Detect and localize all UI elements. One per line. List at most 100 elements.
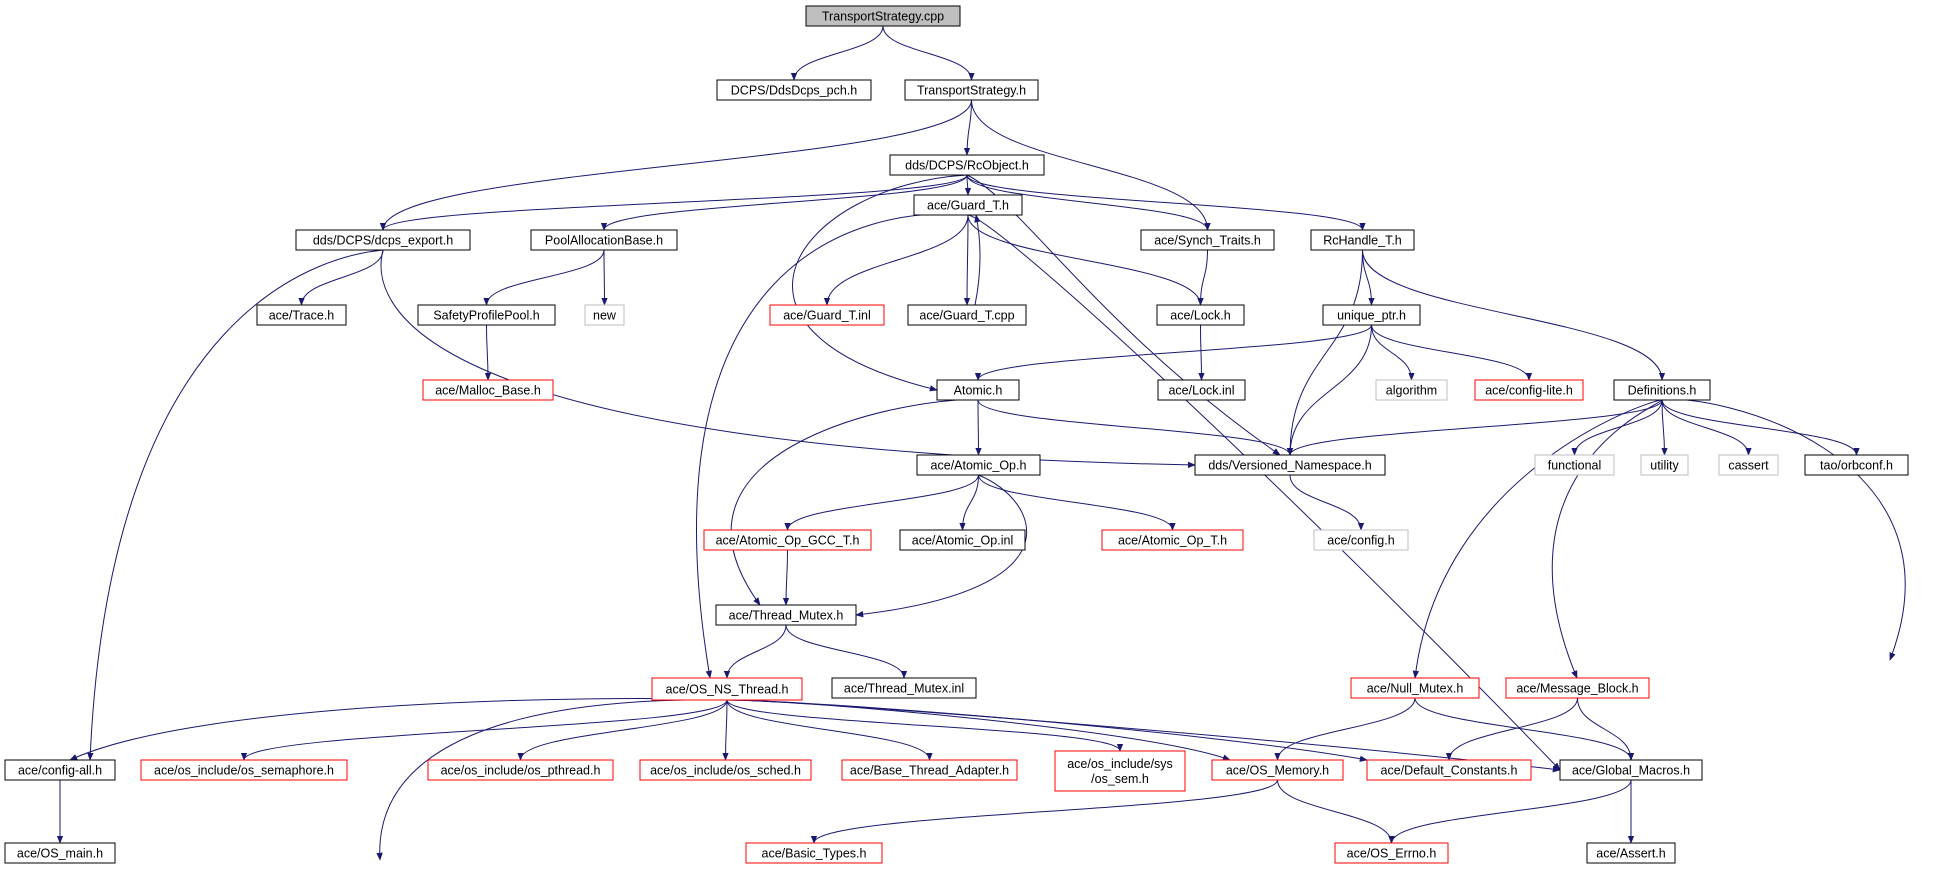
edge-safety-to-malloc bbox=[484, 324, 492, 381]
node-guardcpp[interactable]: ace/Guard_T.cpp bbox=[907, 304, 1027, 326]
node-osmem[interactable]: ace/OS_Memory.h bbox=[1211, 759, 1344, 781]
node-label: Atomic.h bbox=[954, 384, 1003, 398]
node-label: ace/Guard_T.cpp bbox=[919, 309, 1014, 323]
node-label: dds/DCPS/dcps_export.h bbox=[313, 234, 453, 248]
node-label: ace/Base_Thread_Adapter.h bbox=[850, 764, 1009, 778]
node-label: ace/Atomic_Op_T.h bbox=[1118, 534, 1227, 548]
node-lockinl[interactable]: ace/Lock.inl bbox=[1157, 379, 1246, 401]
edge-osns-to-pthread bbox=[517, 699, 728, 761]
node-label: Definitions.h bbox=[1628, 384, 1697, 398]
node-sem[interactable]: ace/os_include/os_semaphore.h bbox=[140, 759, 348, 781]
node-box bbox=[1804, 454, 1909, 476]
node-new[interactable]: new bbox=[584, 304, 625, 326]
node-rcobj[interactable]: dds/DCPS/RcObject.h bbox=[889, 154, 1045, 176]
node-basictypes[interactable]: ace/Basic_Types.h bbox=[745, 842, 883, 864]
node-label: ace/Assert.h bbox=[1596, 847, 1666, 861]
node-atomicop[interactable]: ace/Atomic_Op.h bbox=[916, 454, 1041, 476]
node-box bbox=[1505, 677, 1650, 699]
node-msgblock[interactable]: ace/Message_Block.h bbox=[1505, 677, 1650, 699]
node-defconst[interactable]: ace/Default_Constants.h bbox=[1366, 759, 1532, 781]
edge-osmem-to-errno bbox=[1277, 779, 1395, 844]
node-config[interactable]: ace/config.h bbox=[1313, 529, 1409, 551]
node-orbconf[interactable]: tao/orbconf.h bbox=[1804, 454, 1909, 476]
node-assert[interactable]: ace/Assert.h bbox=[1586, 842, 1676, 864]
node-label: ace/Synch_Traits.h bbox=[1154, 234, 1261, 248]
node-box bbox=[1586, 842, 1676, 864]
node-safety[interactable]: SafetyProfilePool.h bbox=[417, 304, 556, 326]
node-box bbox=[805, 5, 961, 27]
node-label: ace/Thread_Mutex.h bbox=[729, 609, 844, 623]
node-cfglite[interactable]: ace/config-lite.h bbox=[1474, 379, 1584, 401]
edge-osns-to-syssem bbox=[726, 699, 1124, 752]
node-algorithm[interactable]: algorithm bbox=[1375, 379, 1448, 401]
node-box bbox=[256, 304, 347, 326]
node-label: unique_ptr.h bbox=[1337, 309, 1406, 323]
edge-atomich-to-tmutex bbox=[730, 399, 979, 606]
node-globmac[interactable]: ace/Global_Macros.h bbox=[1559, 759, 1703, 781]
node-malloc[interactable]: ace/Malloc_Base.h bbox=[422, 379, 554, 401]
edge-export-to-cfgall bbox=[87, 249, 384, 761]
node-rchandle[interactable]: RcHandle_T.h bbox=[1310, 229, 1415, 251]
node-box bbox=[1054, 750, 1186, 792]
edge-osns-to-globmac bbox=[726, 699, 1561, 773]
node-label: ace/Trace.h bbox=[269, 309, 335, 323]
node-box bbox=[1640, 454, 1689, 476]
node-tmutexinl[interactable]: ace/Thread_Mutex.inl bbox=[831, 677, 977, 699]
edge-export-to-trace bbox=[298, 249, 384, 306]
node-tmutex[interactable]: ace/Thread_Mutex.h bbox=[715, 604, 857, 626]
node-osns[interactable]: ace/OS_NS_Thread.h bbox=[651, 677, 803, 701]
node-versioned[interactable]: dds/Versioned_Namespace.h bbox=[1194, 454, 1386, 476]
edge-defs-to-orbconf bbox=[1661, 399, 1860, 456]
node-trace[interactable]: ace/Trace.h bbox=[256, 304, 347, 326]
node-lockh[interactable]: ace/Lock.h bbox=[1156, 304, 1245, 326]
node-poolalloc[interactable]: PoolAllocationBase.h bbox=[530, 229, 678, 251]
node-atomich[interactable]: Atomic.h bbox=[936, 379, 1020, 401]
node-label: TransportStrategy.h bbox=[917, 84, 1026, 98]
node-opinl[interactable]: ace/Atomic_Op.inl bbox=[899, 529, 1026, 551]
edge-export-to-versioned bbox=[380, 249, 1196, 469]
node-opgcc[interactable]: ace/Atomic_Op_GCC_T.h bbox=[703, 529, 872, 551]
node-syssem[interactable]: ace/os_include/sys/os_sem.h bbox=[1054, 750, 1186, 792]
node-guardinl[interactable]: ace/Guard_T.inl bbox=[769, 304, 885, 326]
edge-osmem-to-basictypes bbox=[810, 779, 1278, 844]
node-opt[interactable]: ace/Atomic_Op_T.h bbox=[1101, 529, 1244, 551]
node-nullmutex[interactable]: ace/Null_Mutex.h bbox=[1350, 677, 1480, 699]
edge-guardh-to-guardinl bbox=[823, 214, 969, 306]
edge-versioned-to-config bbox=[1289, 474, 1365, 531]
node-pthread[interactable]: ace/os_include/os_pthread.h bbox=[427, 759, 614, 781]
edge-nullmutex-to-globmac bbox=[1414, 697, 1635, 761]
edge-guardcpp-to-guardh bbox=[974, 214, 981, 306]
node-pch[interactable]: DCPS/DdsDcps_pch.h bbox=[716, 79, 872, 101]
node-export[interactable]: dds/DCPS/dcps_export.h bbox=[295, 229, 471, 251]
node-box bbox=[422, 379, 554, 401]
node-root[interactable]: TransportStrategy.cpp bbox=[805, 5, 961, 27]
node-box bbox=[1534, 454, 1615, 476]
edge-synch-to-lockh bbox=[1197, 249, 1208, 306]
node-sched[interactable]: ace/os_include/os_sched.h bbox=[639, 759, 812, 781]
node-cassert[interactable]: cassert bbox=[1718, 454, 1779, 476]
node-errno[interactable]: ace/OS_Errno.h bbox=[1334, 842, 1449, 864]
edge-rcobj-to-versioned bbox=[966, 174, 1281, 456]
node-box bbox=[745, 842, 883, 864]
node-functional[interactable]: functional bbox=[1534, 454, 1615, 476]
node-defs[interactable]: Definitions.h bbox=[1613, 379, 1711, 401]
node-utility[interactable]: utility bbox=[1640, 454, 1689, 476]
node-box bbox=[295, 229, 471, 251]
node-box bbox=[1559, 759, 1703, 781]
node-osmain[interactable]: ace/OS_main.h bbox=[4, 842, 116, 864]
node-bta[interactable]: ace/Base_Thread_Adapter.h bbox=[841, 759, 1018, 781]
edge-opgcc-to-tmutex bbox=[782, 549, 790, 606]
node-box bbox=[1350, 677, 1480, 699]
edge-globmac-to-errno bbox=[1388, 779, 1632, 844]
node-cfgall[interactable]: ace/config-all.h bbox=[4, 759, 116, 781]
node-box bbox=[584, 304, 625, 326]
node-box bbox=[703, 529, 872, 551]
node-uniq[interactable]: unique_ptr.h bbox=[1322, 304, 1421, 326]
node-label: dds/DCPS/RcObject.h bbox=[905, 159, 1029, 173]
node-box bbox=[1375, 379, 1448, 401]
node-box bbox=[1157, 379, 1246, 401]
node-box bbox=[4, 842, 116, 864]
node-tsh[interactable]: TransportStrategy.h bbox=[904, 79, 1039, 101]
node-synch[interactable]: ace/Synch_Traits.h bbox=[1140, 229, 1275, 251]
node-guardh[interactable]: ace/Guard_T.h bbox=[913, 194, 1023, 216]
